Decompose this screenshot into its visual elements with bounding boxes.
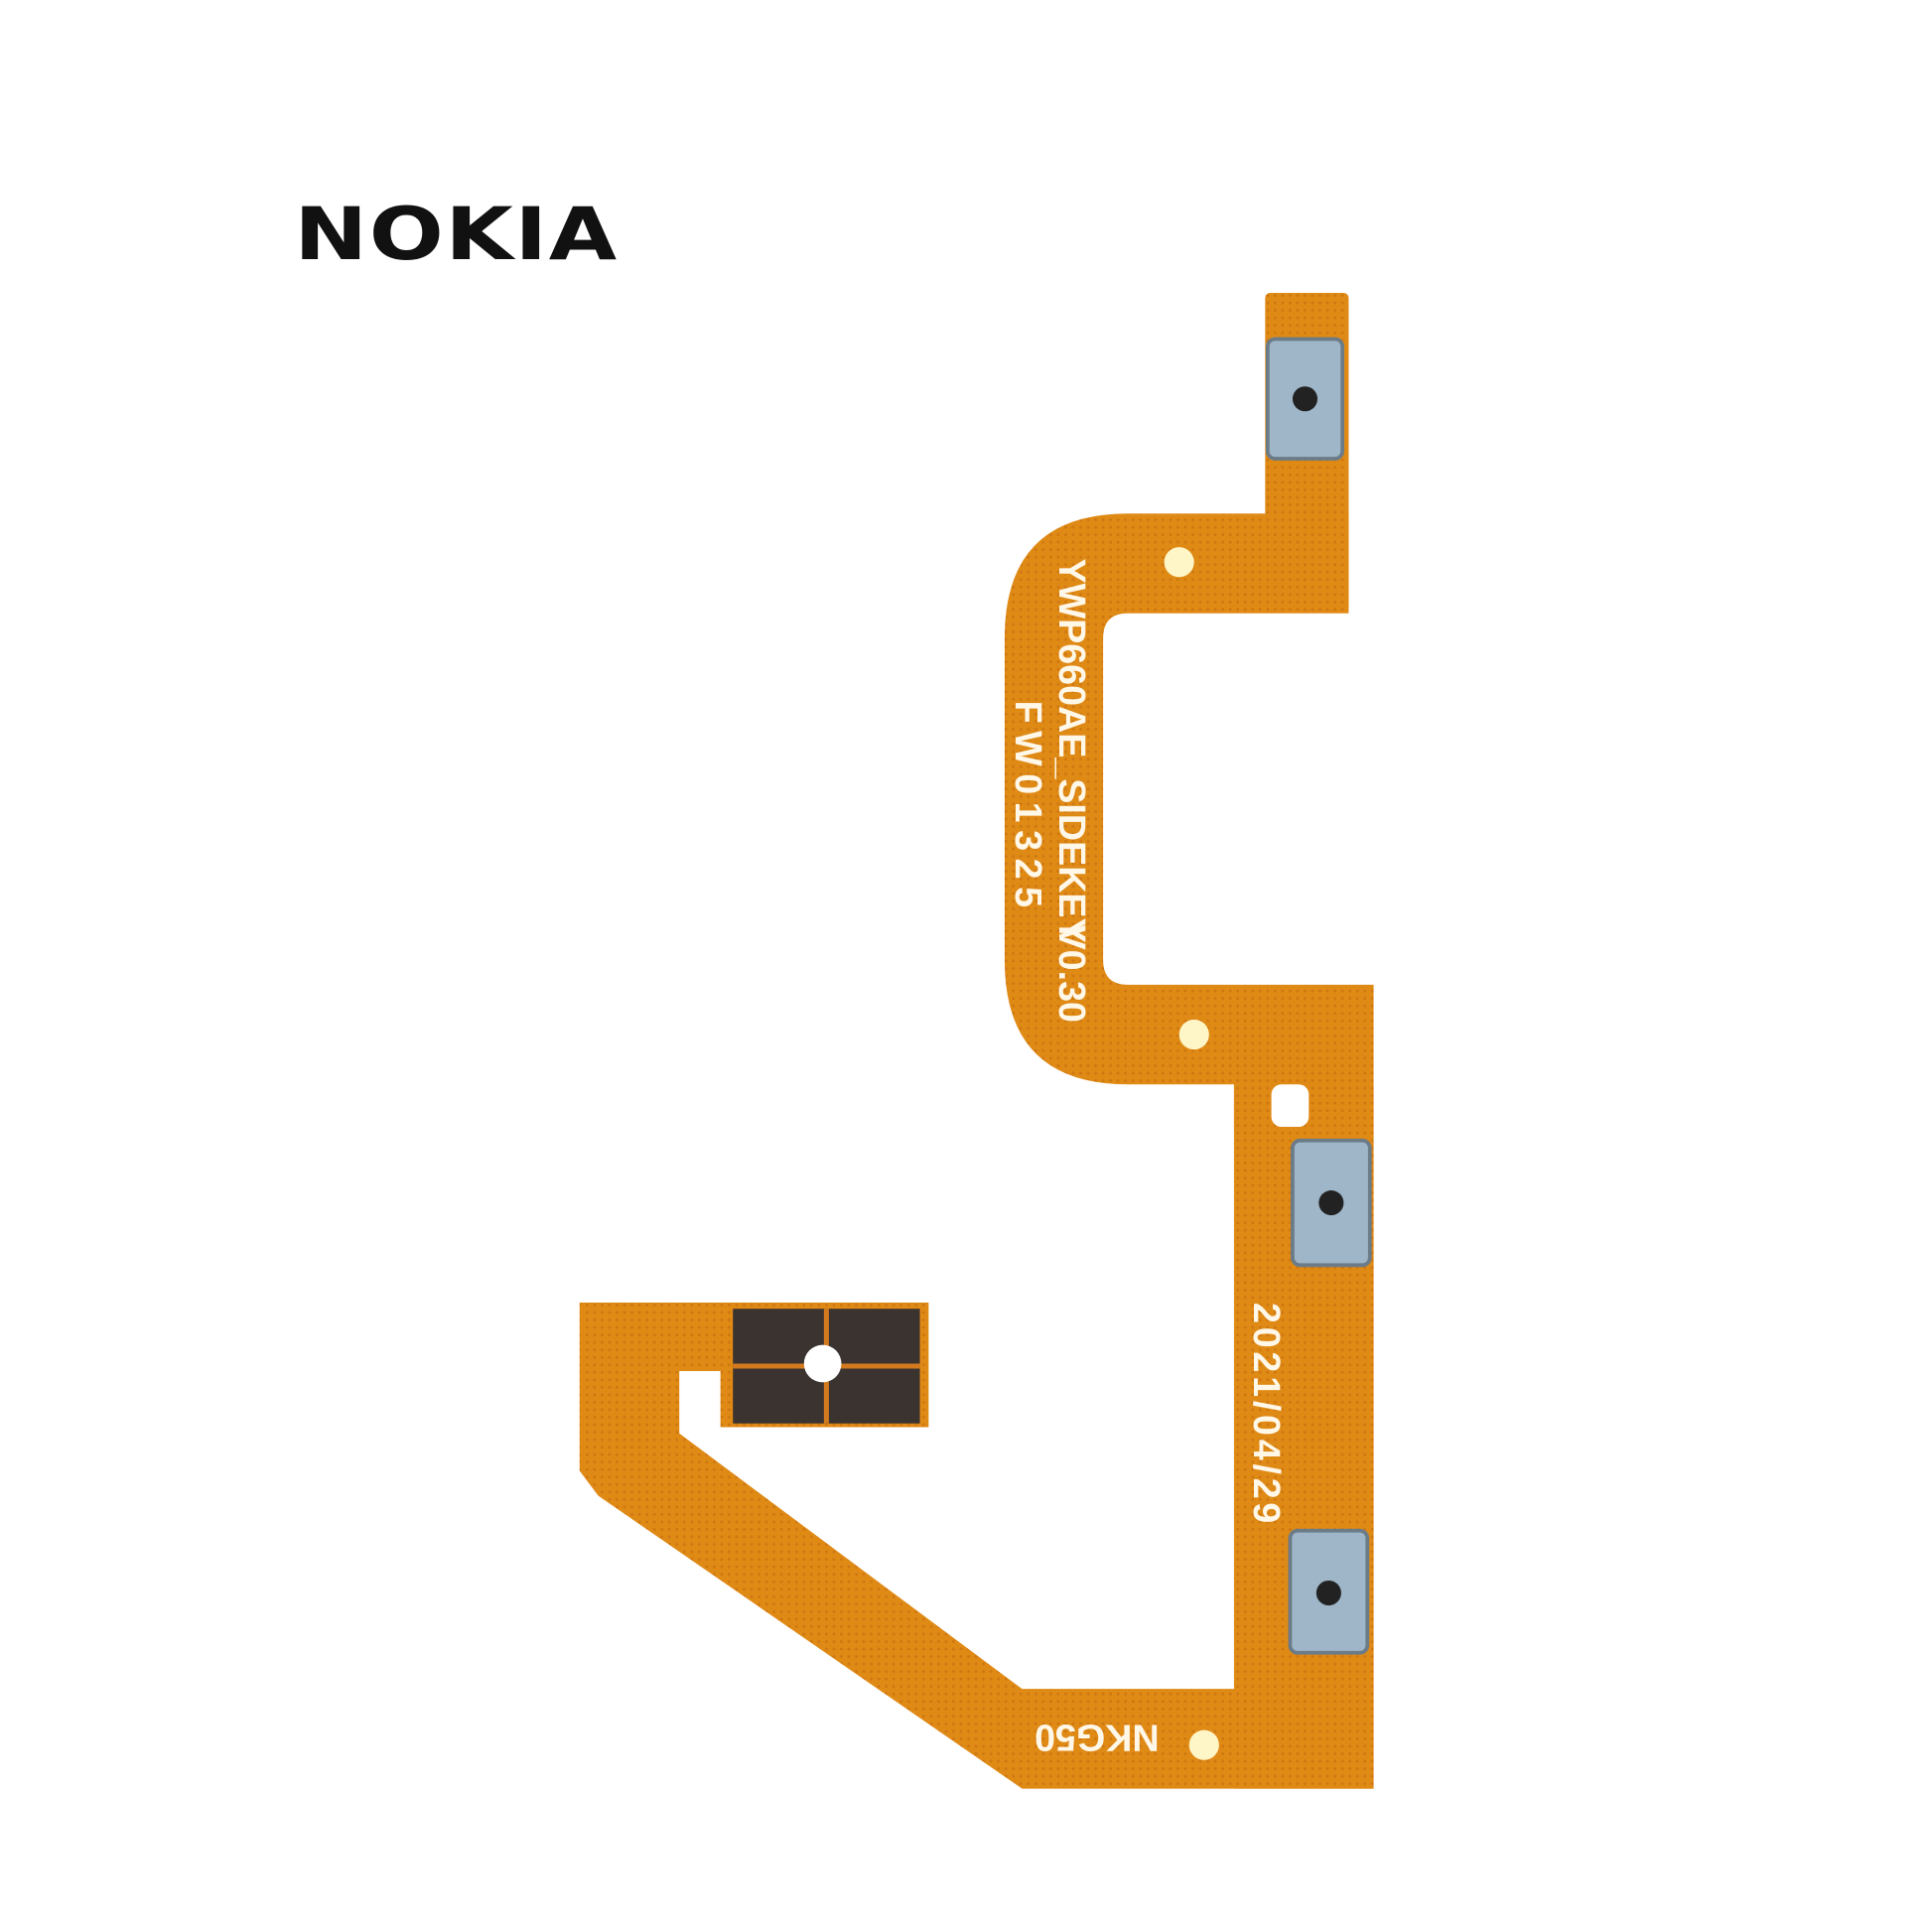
silkscreen-part: YWP660AE_SIDEKEY: [1051, 558, 1093, 942]
tactile-switch-middle: [1291, 1138, 1372, 1268]
tactile-switch-top: [1265, 337, 1345, 461]
silkscreen-code: FW01325: [1008, 701, 1049, 915]
flex-cable: [579, 293, 1374, 1789]
silkscreen-model: NKG50: [1035, 1718, 1160, 1759]
contact-pads: [733, 1309, 920, 1424]
tactile-switch-bottom: [1288, 1528, 1370, 1655]
nokia-logo: NOKIA: [294, 193, 618, 277]
notch: [1271, 1084, 1310, 1127]
silkscreen-version: V0.30: [1051, 925, 1093, 1023]
silkscreen-date: 2021/04/29: [1246, 1303, 1288, 1527]
mounting-holes: [1164, 547, 1219, 1760]
